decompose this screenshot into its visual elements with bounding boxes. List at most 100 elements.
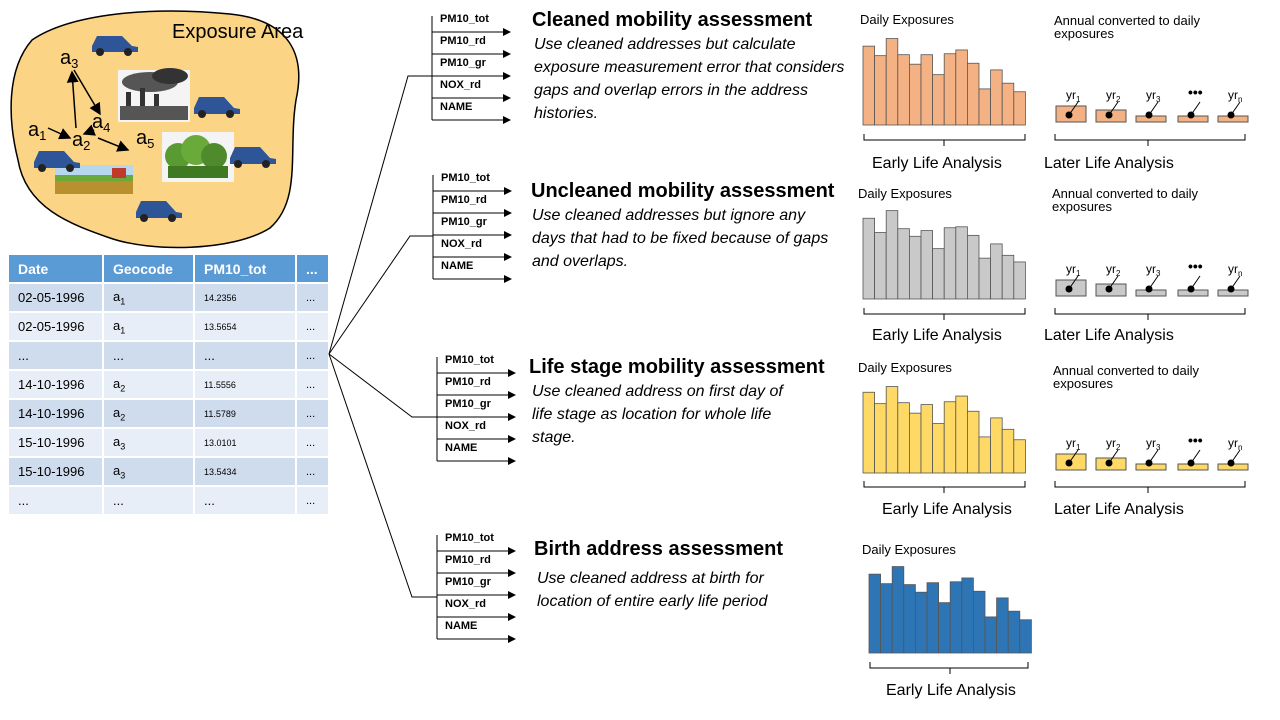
- year-label: yrn: [1228, 262, 1242, 278]
- year-label: yr3: [1146, 262, 1161, 278]
- daily-exposure-histogram: [862, 38, 1026, 126]
- annual-point: [1187, 111, 1195, 119]
- year-label: yr1: [1066, 88, 1081, 104]
- assessment-description: Use cleaned address on first day of life…: [532, 383, 783, 446]
- annual-point: [1105, 459, 1113, 467]
- connector-line: [328, 353, 437, 598]
- annual-point: [1227, 111, 1235, 119]
- year-label: yr2: [1106, 436, 1121, 452]
- table-cell: a3: [104, 429, 195, 456]
- table-cell: 13.5654: [195, 313, 297, 340]
- exposure-area-map: a1 a2 a3 a4 a5: [10, 10, 300, 249]
- assessment-title: Cleaned mobility assessment: [532, 9, 813, 31]
- variable-label: NAME: [445, 442, 477, 454]
- table-cell: ...: [297, 429, 328, 456]
- year-label: yrn: [1228, 436, 1242, 452]
- annual-point: [1105, 285, 1113, 293]
- variable-label: NOX_rd: [445, 420, 486, 432]
- table-cell: 13.5434: [195, 458, 297, 485]
- annual-point: [1187, 459, 1195, 467]
- table-row: ............: [9, 342, 328, 369]
- table-cell: 14-10-1996: [9, 371, 104, 398]
- variable-label: NOX_rd: [441, 238, 482, 250]
- table-cell: ...: [297, 458, 328, 485]
- table-cell: 14.2356: [195, 284, 297, 311]
- table-cell: ...: [195, 342, 297, 369]
- table-cell: ...: [104, 487, 195, 514]
- year-label: yr1: [1066, 262, 1081, 278]
- bracket: [1054, 308, 1246, 320]
- variable-label: NOX_rd: [440, 79, 481, 91]
- table-cell: 15-10-1996: [9, 429, 104, 456]
- table-cell: ...: [195, 487, 297, 514]
- annual-exposures-label: Annual converted to daily exposures: [1054, 13, 1200, 41]
- bracket: [1054, 481, 1246, 493]
- year-label: yr2: [1106, 262, 1121, 278]
- table-cell: 11.5789: [195, 400, 297, 427]
- bracket: [863, 481, 1026, 493]
- bracket: [863, 134, 1026, 146]
- table-cell: ...: [297, 342, 328, 369]
- daily-exposures-label: Daily Exposures: [862, 542, 956, 557]
- connector-line: [328, 75, 432, 355]
- year-label: yrn: [1228, 88, 1242, 104]
- table-cell: a1: [104, 284, 195, 311]
- year-label: •••: [1188, 432, 1203, 448]
- table-cell: a1: [104, 313, 195, 340]
- table-cell: a2: [104, 400, 195, 427]
- early-life-label: Early Life Analysis: [872, 155, 1002, 172]
- variable-label: PM10_rd: [441, 194, 487, 206]
- table-cell: 11.5556: [195, 371, 297, 398]
- annual-point: [1065, 285, 1073, 293]
- variable-label: PM10_gr: [445, 398, 492, 410]
- assessment-description: Use cleaned addresses but calculate expo…: [534, 36, 845, 122]
- daily-exposures-label: Daily Exposures: [860, 12, 954, 27]
- assessment-title: Uncleaned mobility assessment: [531, 180, 835, 202]
- assessment-description: Use cleaned addresses but ignore any day…: [532, 207, 829, 270]
- daily-exposures-label: Daily Exposures: [858, 186, 952, 201]
- assessment-description: Use cleaned address at birth for locatio…: [537, 570, 768, 610]
- year-label: yr1: [1066, 436, 1081, 452]
- table-cell: ...: [297, 313, 328, 340]
- bracket: [863, 308, 1026, 320]
- bracket: [869, 662, 1029, 674]
- early-life-label: Early Life Analysis: [882, 501, 1012, 518]
- annual-exposures-label: Annual converted to daily exposures: [1052, 186, 1198, 214]
- histogram-bar: [1013, 261, 1026, 300]
- annual-point: [1065, 459, 1073, 467]
- assessment-title: Life stage mobility assessment: [529, 356, 825, 378]
- variable-label: PM10_rd: [440, 35, 486, 47]
- early-life-label: Early Life Analysis: [872, 327, 1002, 344]
- table-cell: 15-10-1996: [9, 458, 104, 485]
- connector-line: [328, 235, 433, 355]
- later-life-label: Later Life Analysis: [1044, 155, 1174, 172]
- table-cell: 02-05-1996: [9, 313, 104, 340]
- column-header: PM10_tot: [195, 255, 297, 282]
- daily-exposure-histogram: [862, 386, 1026, 474]
- table-cell: 02-05-1996: [9, 284, 104, 311]
- car-icon: [92, 36, 138, 56]
- table-cell: ...: [297, 400, 328, 427]
- early-life-label: Early Life Analysis: [886, 682, 1016, 699]
- variable-label: NAME: [445, 620, 477, 632]
- annual-point: [1227, 285, 1235, 293]
- annual-exposures-label: Annual converted to daily exposures: [1053, 363, 1199, 391]
- year-label: yr2: [1106, 88, 1121, 104]
- table-cell: ...: [9, 487, 104, 514]
- column-header: Geocode: [104, 255, 195, 282]
- car-icon: [230, 147, 276, 168]
- variable-label: PM10_tot: [445, 354, 494, 366]
- connector-lines: PM10_totPM10_rdPM10_grNOX_rdNAMEPM10_tot…: [328, 13, 516, 643]
- car-icon: [136, 201, 182, 222]
- variable-label: PM10_gr: [440, 57, 487, 69]
- table-cell: ...: [297, 487, 328, 514]
- daily-exposures-label: Daily Exposures: [858, 360, 952, 375]
- assessment-title: Birth address assessment: [534, 538, 784, 560]
- column-header: Date: [9, 255, 104, 282]
